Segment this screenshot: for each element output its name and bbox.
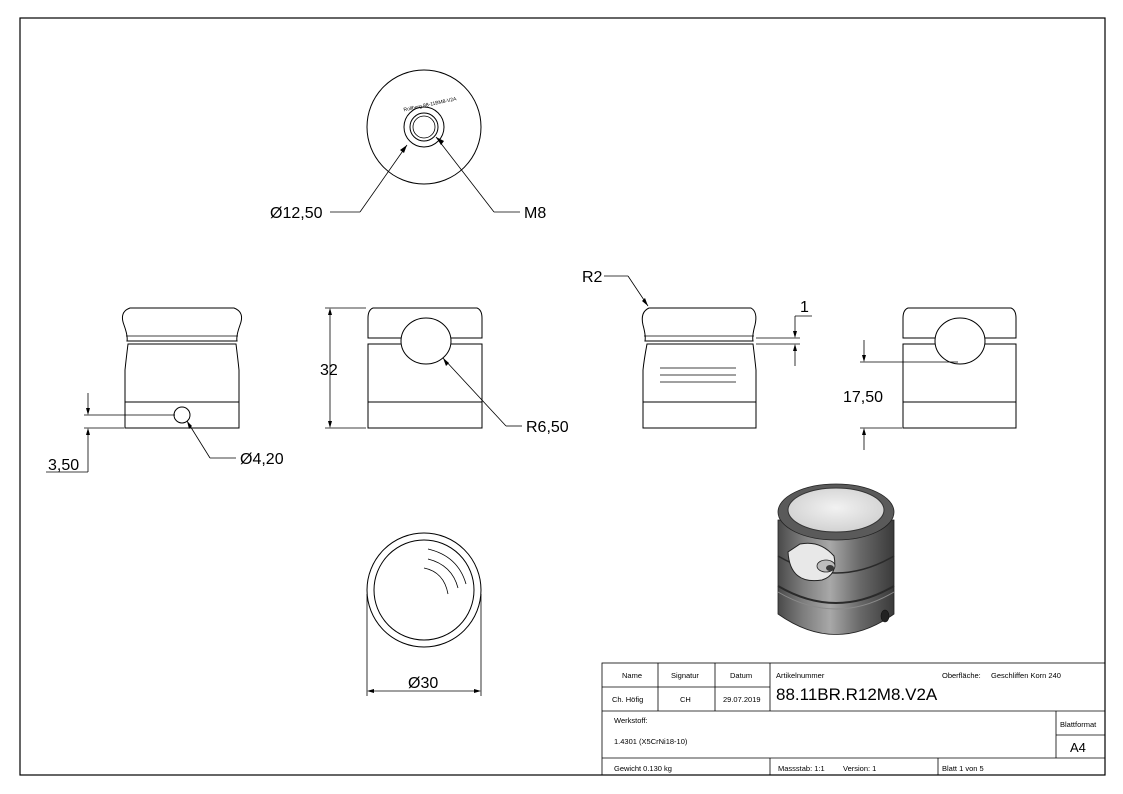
tb-surface-value: Geschliffen Korn 240 [991, 671, 1061, 680]
engraving-mark: Rollberg 88-11BM8-V2A [403, 96, 458, 113]
tb-date-value: 29.07.2019 [723, 695, 761, 704]
section-view: 17,50 [843, 307, 1017, 450]
tb-signature-header: Signatur [671, 671, 699, 680]
tb-weight: Gewicht 0.130 kg [614, 764, 672, 773]
right-side-view: R2 1 [582, 269, 812, 429]
top-dia-label: Ø12,50 [270, 205, 323, 222]
tb-name-header: Name [622, 671, 642, 680]
front-view: 32 R6,50 [320, 307, 569, 436]
tb-format-value: A4 [1070, 740, 1086, 755]
tb-signature-value: CH [680, 695, 691, 704]
top-thread-label: M8 [524, 205, 546, 222]
tb-format-label: Blattformat [1060, 720, 1097, 729]
top-view: Rollberg 88-11BM8-V2A Ø12,50 M8 [270, 69, 546, 222]
drawing-frame [19, 17, 1106, 776]
tb-sheet: Blatt 1 von 5 [942, 764, 984, 773]
tb-material-value: 1.4301 (X5CrNi18-10) [614, 737, 688, 746]
left-hole-label: Ø4,20 [240, 451, 284, 468]
tb-material-label: Werkstoff: [614, 716, 647, 725]
tb-article-label: Artikelnummer [776, 671, 825, 680]
tb-name-value: Ch. Höfig [612, 695, 643, 704]
bottom-view: Ø30 [366, 532, 482, 696]
left-offset-label: 3,50 [48, 457, 79, 474]
title-block [601, 662, 1106, 776]
right-radius-label: R2 [582, 269, 603, 286]
right-gap-label: 1 [800, 299, 809, 316]
side-height-label: 17,50 [843, 389, 883, 406]
tb-version: Version: 1 [843, 764, 876, 773]
tb-surface-label: Oberfläche: [942, 671, 981, 680]
bottom-dia-label: Ø30 [408, 675, 438, 692]
front-radius-label: R6,50 [526, 419, 569, 436]
tb-date-header: Datum [730, 671, 752, 680]
tb-scale: Massstab: 1:1 [778, 764, 825, 773]
left-side-view: 3,50 Ø4,20 [46, 307, 284, 474]
tb-article-number: 88.11BR.R12M8.V2A [776, 685, 938, 704]
isometric-render [777, 483, 895, 635]
front-height-label: 32 [320, 362, 338, 379]
